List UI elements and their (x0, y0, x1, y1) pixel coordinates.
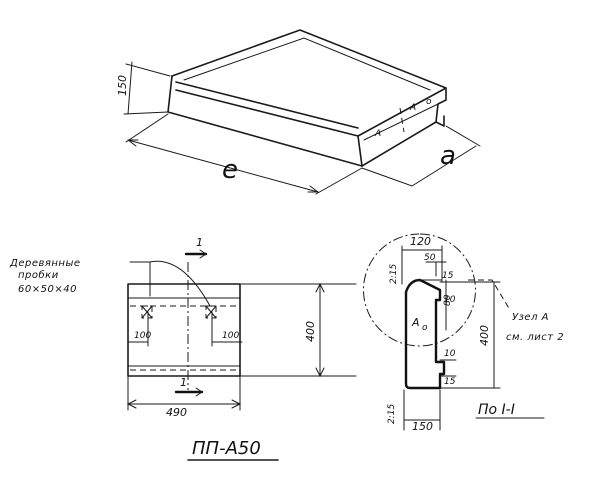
dim-plan-width-label: 490 (166, 406, 187, 419)
dim-slope-bottom-label: 2:15 (387, 404, 397, 424)
dim-10-top-label: 10 (444, 295, 456, 305)
dim-plan-height-line (239, 283, 357, 377)
wooden-plug-left (141, 305, 153, 319)
note-line-3: 60×50×40 (18, 284, 77, 295)
slab-plan-outline (127, 283, 241, 377)
side-node-mark: A (374, 129, 381, 139)
dim-80-label: 80 (443, 294, 453, 306)
plan-view: Деревянные пробки 60×50×40 1 100 100 400… (9, 236, 357, 419)
slab-top-inner-line (183, 37, 431, 91)
dim-plan-height-label: 400 (304, 321, 317, 342)
side-zero-mark: o (426, 97, 432, 107)
dim-step-label: 50 (424, 253, 436, 263)
section-arrow-top (199, 249, 207, 259)
dim-length-line (125, 113, 363, 195)
isometric-view: A A o 150 e a (116, 29, 481, 195)
dim-15-bottom-label: 15 (444, 377, 456, 387)
slab-side-inner (363, 103, 439, 141)
dim-section-bottom-width (403, 389, 441, 431)
dim-width-label: a (440, 141, 456, 171)
callout-line-2: см. лист 2 (506, 332, 564, 343)
dim-10-bottom-label: 10 (444, 349, 456, 359)
section-mark-a: A (411, 316, 420, 329)
dim-section-height-label: 400 (478, 325, 491, 346)
section-title: По I-I (478, 402, 515, 418)
dim-step-line (425, 261, 447, 277)
slab-side-dashed-axis (399, 107, 405, 133)
plug-right-cross (205, 305, 217, 319)
dim-plan-width-arrows (126, 399, 242, 409)
section-mark-top: 1 (196, 236, 203, 249)
callout-leader (468, 279, 511, 311)
wooden-plug-right (205, 305, 217, 319)
side-node-mark-2: A (409, 103, 416, 113)
drawing-title: ПП-А50 (192, 438, 261, 459)
dim-hole-right-line (211, 311, 243, 347)
slab-front-face (167, 75, 363, 167)
dim-plan-height-arrows (315, 282, 325, 378)
note-line-2: пробки (18, 269, 59, 281)
dim-section-top-width-label: 120 (410, 235, 431, 248)
plug-left-cross (141, 305, 153, 319)
callout-line-1: Узел A (512, 312, 549, 323)
note-line-1: Деревянные (9, 258, 81, 269)
dim-length-label: e (222, 155, 238, 185)
dim-hole-left-line (127, 311, 149, 347)
section-mark-bottom: 1 (180, 376, 187, 389)
section-profile (404, 278, 446, 390)
dim-section-top-width (401, 245, 443, 285)
section-mark-zero: o (422, 323, 428, 333)
node-detail-circle (363, 233, 476, 347)
dim-thickness-label: 150 (116, 75, 129, 96)
dim-bottom-ticks (439, 359, 457, 377)
dim-hole-right-label: 100 (222, 331, 239, 341)
dim-length-arrows (127, 139, 319, 193)
dim-thickness-line (123, 61, 171, 115)
section-view: 120 2:15 50 15 10 80 A o 400 10 15 2:15 … (363, 233, 564, 433)
dim-slope-top-label: 2:15 (389, 264, 399, 284)
section-arrow-bottom (195, 387, 203, 397)
dim-section-bottom-width-label: 150 (412, 420, 433, 433)
dim-15-label: 15 (442, 271, 454, 281)
dim-width-line (361, 125, 481, 187)
dim-section-height-line (439, 281, 501, 389)
dim-hole-left-label: 100 (134, 331, 151, 341)
slab-front-chamfer (175, 81, 359, 129)
